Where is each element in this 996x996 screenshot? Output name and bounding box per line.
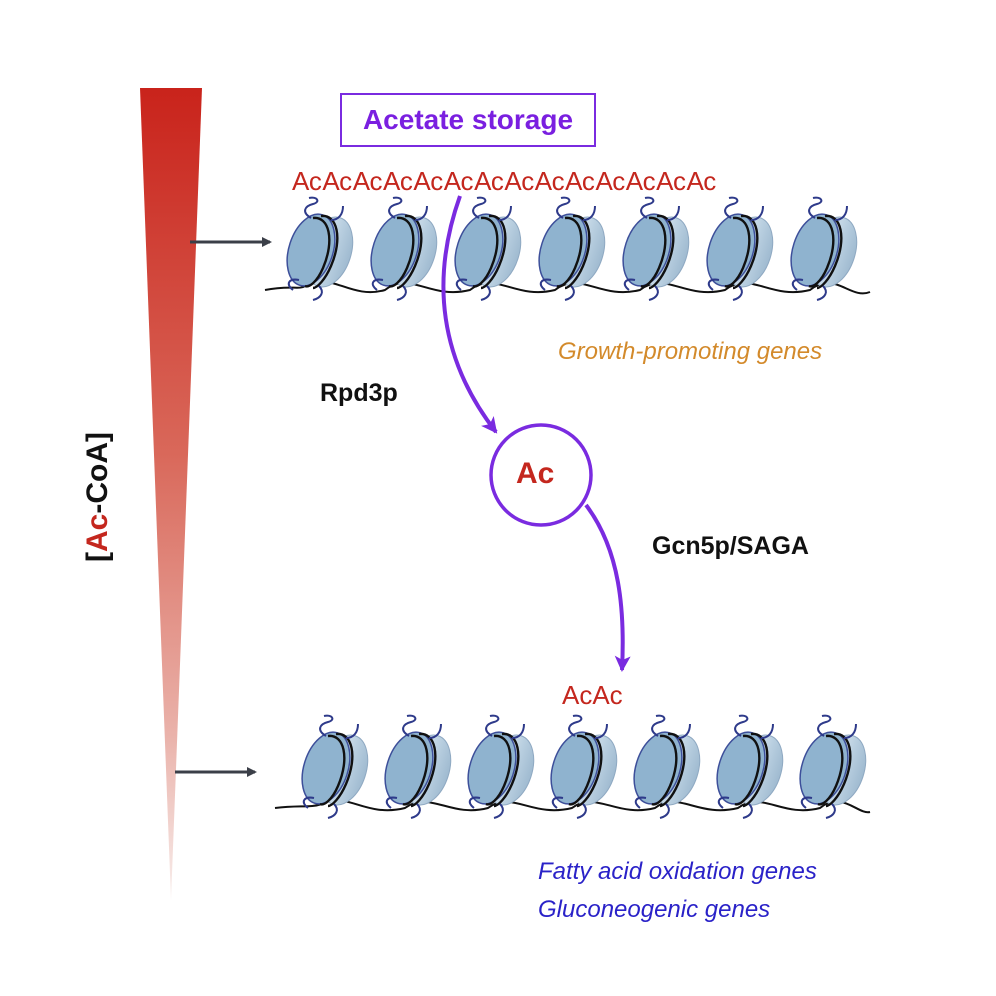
bracket-open: [ <box>81 552 114 563</box>
bottom-acetyl-mark: Ac <box>592 680 623 710</box>
top-nucleosome <box>361 196 447 302</box>
gluconeogenic-genes-label: Gluconeogenic genes <box>538 896 771 923</box>
top-acetyl-mark: Ac <box>504 166 534 196</box>
growth-promoting-genes-label: Growth-promoting genes <box>558 338 823 365</box>
gcn5p-saga-label: Gcn5p/SAGA <box>652 532 809 560</box>
acetyl-coa-axis-label: [Ac-CoA] <box>81 397 115 597</box>
top-acetyl-mark: Ac <box>443 166 474 196</box>
top-acetyl-mark: Ac <box>322 166 352 196</box>
acetyl-coa-gradient-wedge <box>140 88 202 900</box>
bottom-nucleosome <box>458 714 544 820</box>
top-acetyl-mark: Ac <box>474 166 504 196</box>
bracket-close: ] <box>81 432 114 442</box>
top-nucleosome <box>781 196 867 302</box>
fatty-acid-oxidation-genes-label: Fatty acid oxidation genes <box>538 858 817 885</box>
bottom-nucleosome <box>790 714 876 820</box>
top-nucleosome <box>613 196 699 302</box>
top-chromatin-fiber <box>277 196 867 302</box>
deacetylation-arrow <box>441 195 498 434</box>
top-acetyl-mark: Ac <box>352 166 383 196</box>
bottom-nucleosome <box>541 714 627 820</box>
acetate-storage-label: Acetate storage <box>362 104 574 135</box>
ac-part: Ac <box>81 513 114 553</box>
top-chromatin-linker-dna <box>264 280 871 295</box>
top-acetyl-mark: Ac <box>292 166 322 196</box>
top-acetyl-mark: Ac <box>413 166 443 196</box>
top-acetyl-mark: Ac <box>595 166 625 196</box>
top-acetyl-mark: Ac <box>565 166 595 196</box>
top-acetyl-marks: AcAcAcAcAcAcAcAcAcAcAcAcAcAc <box>292 166 717 197</box>
bottom-nucleosome <box>707 714 793 820</box>
top-nucleosome <box>445 196 531 302</box>
bottom-nucleosome <box>624 714 710 820</box>
bottom-acetyl-marks: AcAc <box>562 680 623 711</box>
top-acetyl-mark: Ac <box>534 166 565 196</box>
bottom-acetyl-mark: Ac <box>562 680 593 710</box>
top-acetyl-mark: Ac <box>625 166 656 196</box>
acetylation-arrow <box>584 503 631 672</box>
top-nucleosome <box>529 196 615 302</box>
top-nucleosome <box>697 196 783 302</box>
bottom-chromatin-linker-dna <box>274 799 871 814</box>
acetyl-pool-label: Ac <box>516 457 555 490</box>
bottom-chromatin-fiber <box>292 714 876 820</box>
top-acetyl-mark: Ac <box>656 166 686 196</box>
acetate-storage-box: Acetate storage <box>340 93 596 147</box>
bottom-nucleosome <box>375 714 461 820</box>
top-nucleosome <box>277 196 363 302</box>
top-acetyl-mark: Ac <box>686 166 716 196</box>
rpd3p-label: Rpd3p <box>320 379 398 407</box>
coa-part: -CoA <box>81 442 114 514</box>
acetyl-pool-circle <box>489 423 593 527</box>
top-acetyl-mark: Ac <box>383 166 413 196</box>
bottom-nucleosome <box>292 714 378 820</box>
